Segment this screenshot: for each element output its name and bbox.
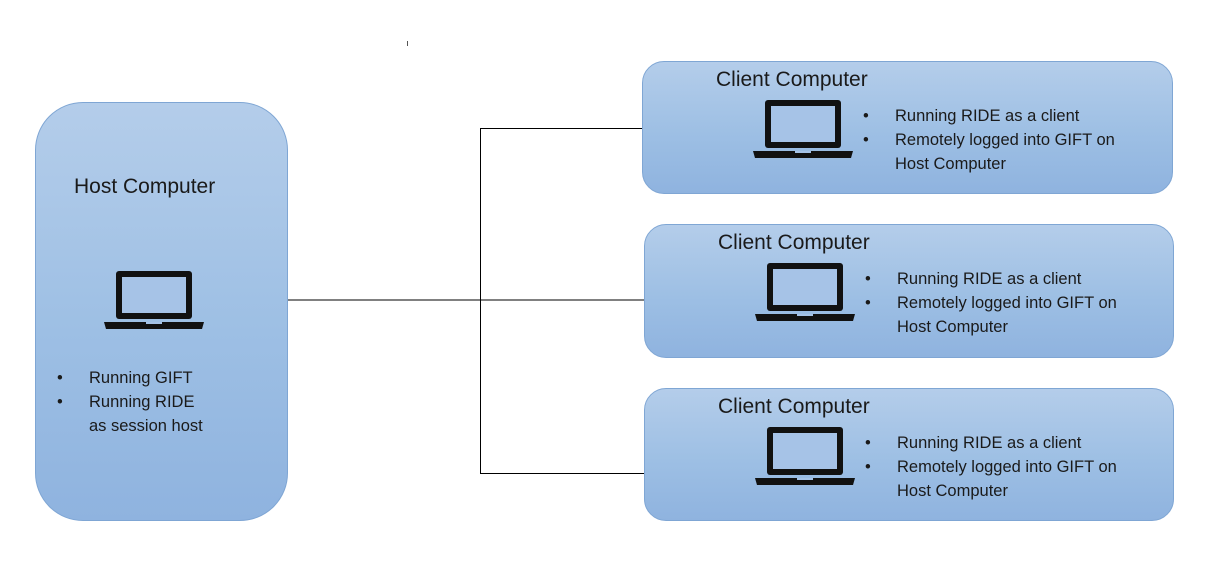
host-title: Host Computer — [74, 175, 216, 198]
host-bullet-continuation: as session host — [89, 417, 203, 435]
client-bullet: Running RIDE as a client — [865, 431, 1117, 455]
client-bullet: Running RIDE as a client — [865, 267, 1117, 291]
client-title: Client Computer — [718, 231, 870, 254]
client-bullet-list: Running RIDE as a client Remotely logged… — [865, 431, 1117, 503]
client-bullet: Running RIDE as a client — [863, 104, 1115, 128]
laptop-icon — [753, 100, 853, 158]
client-bullet: Remotely logged into GIFT on — [863, 128, 1115, 152]
stray-mark — [407, 41, 408, 46]
client-bullet-continuation: Host Computer — [897, 318, 1008, 336]
client-computer-box: Client Computer Running RIDE as a client… — [642, 61, 1173, 194]
host-computer-box: Host Computer Running GIFT Running RIDE … — [35, 102, 288, 521]
client-bullet-continuation: Host Computer — [897, 482, 1008, 500]
client-bullet-continuation: Host Computer — [895, 155, 1006, 173]
host-bullet: Running GIFT — [57, 366, 203, 390]
laptop-icon — [755, 263, 855, 321]
client-bullet: Remotely logged into GIFT on — [865, 291, 1117, 315]
client-bullet-list: Running RIDE as a client Remotely logged… — [865, 267, 1117, 339]
host-bullet-list: Running GIFT Running RIDE as session hos… — [57, 366, 203, 438]
laptop-icon — [755, 427, 855, 485]
client-title: Client Computer — [716, 68, 868, 91]
client-computer-box: Client Computer Running RIDE as a client… — [644, 224, 1174, 358]
client-title: Client Computer — [718, 395, 870, 418]
client-bullet: Remotely logged into GIFT on — [865, 455, 1117, 479]
host-bullet: Running RIDE — [57, 390, 203, 414]
client-computer-box: Client Computer Running RIDE as a client… — [644, 388, 1174, 521]
laptop-icon — [104, 271, 204, 329]
client-bullet-list: Running RIDE as a client Remotely logged… — [863, 104, 1115, 176]
